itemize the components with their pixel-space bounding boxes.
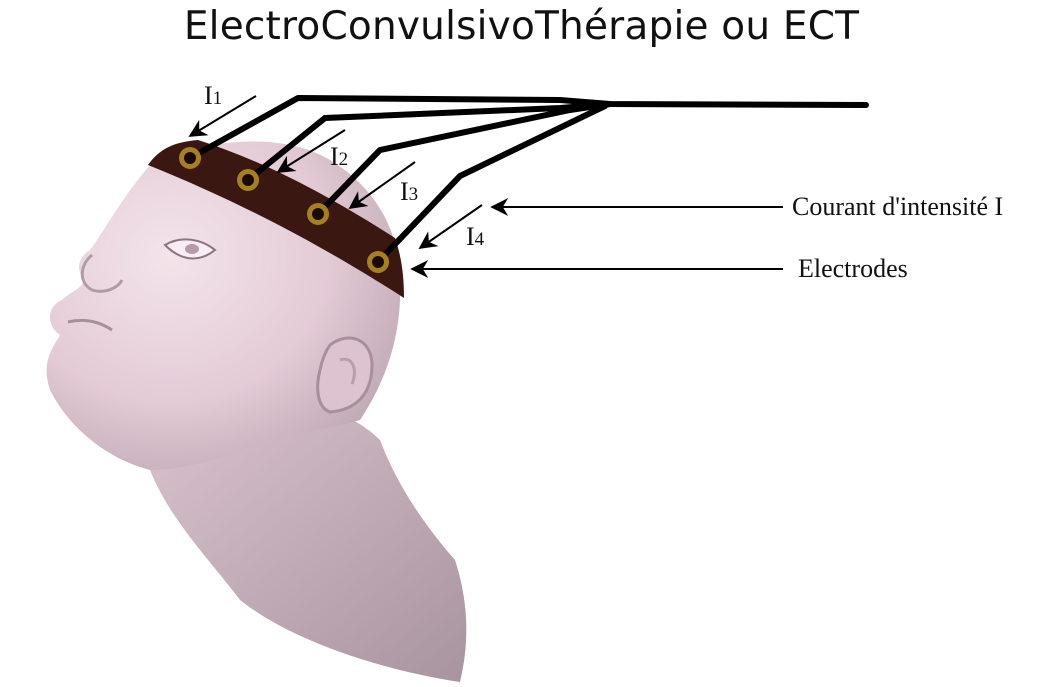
current-label-3: I3 [400, 177, 418, 206]
electrodes-label: Electrodes [798, 254, 908, 283]
current-label-4: I4 [466, 222, 485, 251]
electrode-4 [367, 251, 389, 273]
current-label-2: I2 [330, 142, 348, 171]
current-label-1: I1 [204, 81, 222, 110]
courant-label: Courant d'intensité I [792, 192, 1003, 221]
electrode-3 [307, 203, 329, 225]
electrode-2 [237, 169, 259, 191]
head-illustration [47, 141, 467, 682]
electrode-1 [179, 147, 201, 169]
